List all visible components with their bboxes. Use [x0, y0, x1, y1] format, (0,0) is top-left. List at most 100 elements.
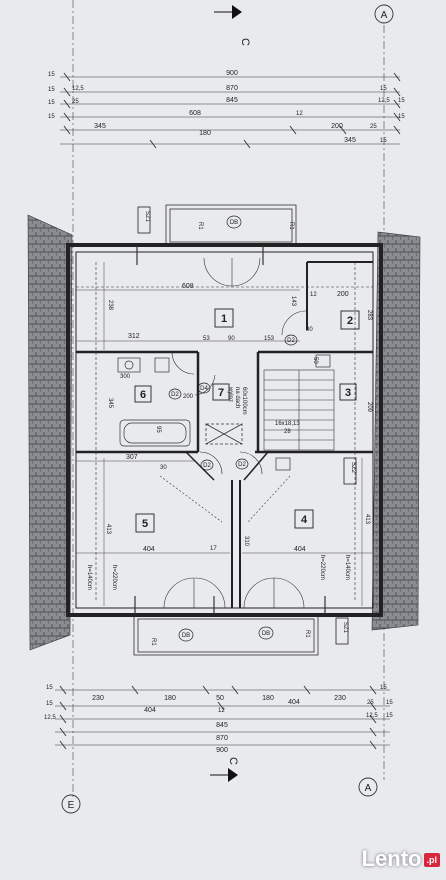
axis-lines: [72, 0, 385, 800]
svg-text:345: 345: [94, 123, 106, 130]
room-label-2: 2: [340, 310, 360, 330]
lento-logo: Lento.pl: [362, 846, 440, 872]
svg-text:15: 15: [386, 713, 393, 719]
tag-d2-upper: D2: [284, 334, 298, 346]
svg-text:283: 283: [366, 310, 372, 321]
svg-text:307: 307: [126, 454, 138, 461]
section-mark-bottom: C: [210, 757, 239, 782]
svg-text:12,5: 12,5: [378, 98, 390, 104]
svg-text:413: 413: [364, 514, 370, 525]
roof-access-hatch: [205, 423, 243, 445]
svg-text:4: 4: [301, 514, 308, 526]
axis-bubble-bottom-e: E: [61, 794, 81, 814]
headroom-notes: h=140cm h=220cm h=220cm h=140cm: [86, 555, 350, 590]
knee-walls: [76, 262, 373, 600]
svg-text:1: 1: [221, 313, 227, 325]
svg-text:A: A: [381, 10, 388, 21]
svg-text:404: 404: [288, 699, 300, 706]
svg-text:15: 15: [48, 72, 55, 78]
tag-d2-lower-right: D2: [235, 458, 249, 470]
svg-text:h=140cm: h=140cm: [86, 565, 92, 590]
svg-text:28: 28: [284, 429, 291, 435]
svg-text:90: 90: [228, 336, 235, 342]
svg-text:na dach: na dach: [234, 387, 240, 408]
tag-r1-top-left: R1: [197, 222, 203, 230]
svg-text:180: 180: [262, 695, 274, 702]
svg-text:6: 6: [140, 389, 146, 401]
tag-db-top: DB: [226, 215, 242, 229]
svg-text:209: 209: [366, 402, 372, 413]
window-marks: [134, 246, 326, 614]
svg-text:345: 345: [344, 137, 356, 144]
tag-sz2: SZ2: [343, 457, 357, 485]
svg-text:30: 30: [160, 465, 167, 471]
svg-text:25: 25: [72, 99, 79, 105]
room-label-3: 3: [339, 383, 357, 401]
room-label-5: 5: [135, 513, 155, 533]
roof-hatch-note: wyłaz na dach 60x100cm: [227, 386, 247, 415]
svg-text:404: 404: [294, 546, 306, 553]
svg-text:25: 25: [367, 700, 374, 706]
svg-text:15: 15: [386, 700, 393, 706]
svg-text:15: 15: [398, 98, 405, 104]
top-dimension-lines: [60, 72, 401, 149]
svg-text:15: 15: [398, 114, 405, 120]
svg-text:R1: R1: [288, 222, 294, 230]
tag-r1-top-right: R1: [288, 222, 294, 230]
svg-text:R1: R1: [197, 222, 203, 230]
svg-text:50: 50: [216, 695, 224, 702]
svg-text:200: 200: [183, 394, 194, 400]
svg-text:12: 12: [296, 111, 303, 117]
svg-text:SZ1: SZ1: [144, 211, 150, 223]
room-label-4: 4: [294, 509, 314, 529]
svg-text:D2: D2: [238, 462, 246, 468]
svg-text:15: 15: [48, 100, 55, 106]
svg-text:238: 238: [107, 300, 113, 311]
svg-text:95: 95: [155, 426, 161, 433]
tag-r1-bottom-left: R1: [150, 638, 156, 646]
svg-text:608: 608: [182, 283, 194, 290]
svg-text:h=140cm: h=140cm: [344, 555, 350, 580]
axis-bubble-top-a: A: [374, 4, 394, 24]
svg-text:D2: D2: [287, 338, 295, 344]
tag-sz1-top: SZ1: [137, 206, 151, 234]
tag-d2-lower-left: D2: [200, 459, 214, 471]
svg-text:300: 300: [120, 374, 131, 380]
bottom-dimension-texts: 15 230 180 50 180 230 15 15 404 12 404 2…: [44, 685, 393, 754]
svg-text:845: 845: [226, 97, 238, 104]
svg-text:404: 404: [143, 546, 155, 553]
room-label-1: 1: [214, 308, 234, 328]
svg-text:180: 180: [199, 130, 211, 137]
svg-text:200: 200: [331, 123, 343, 130]
svg-text:h=220cm: h=220cm: [111, 565, 117, 590]
svg-text:310: 310: [243, 536, 249, 547]
svg-text:D2: D2: [203, 463, 211, 469]
stairs-note: 16x18,13 28: [275, 421, 300, 435]
tag-sz1-bottom: SZ1: [335, 617, 349, 645]
svg-text:153: 153: [264, 336, 275, 342]
svg-text:12,5: 12,5: [44, 715, 56, 721]
svg-text:845: 845: [216, 722, 228, 729]
tag-db-bottom-right: DB: [258, 626, 274, 640]
svg-text:15: 15: [380, 138, 387, 144]
staircase: [263, 369, 335, 451]
washbasin: [117, 357, 170, 373]
svg-text:12: 12: [310, 292, 317, 298]
tag-db-bottom-left: DB: [178, 628, 194, 642]
logo-suffix: .pl: [423, 853, 440, 868]
svg-text:900: 900: [216, 747, 228, 754]
svg-text:15: 15: [380, 86, 387, 92]
inner-dimension-lines: [76, 262, 373, 606]
svg-text:D2: D2: [171, 392, 179, 398]
svg-text:15: 15: [46, 701, 53, 707]
svg-text:wyłaz: wyłaz: [227, 386, 233, 402]
svg-text:E: E: [68, 800, 75, 811]
svg-text:h=220cm: h=220cm: [319, 555, 325, 580]
svg-text:413: 413: [105, 524, 111, 535]
svg-text:A: A: [365, 783, 372, 794]
svg-text:80: 80: [306, 327, 313, 333]
svg-text:DB: DB: [230, 220, 238, 226]
tag-d4: D4: [197, 382, 211, 394]
svg-text:12,5: 12,5: [366, 713, 378, 719]
tag-r1-bottom-right: R1: [304, 630, 310, 638]
